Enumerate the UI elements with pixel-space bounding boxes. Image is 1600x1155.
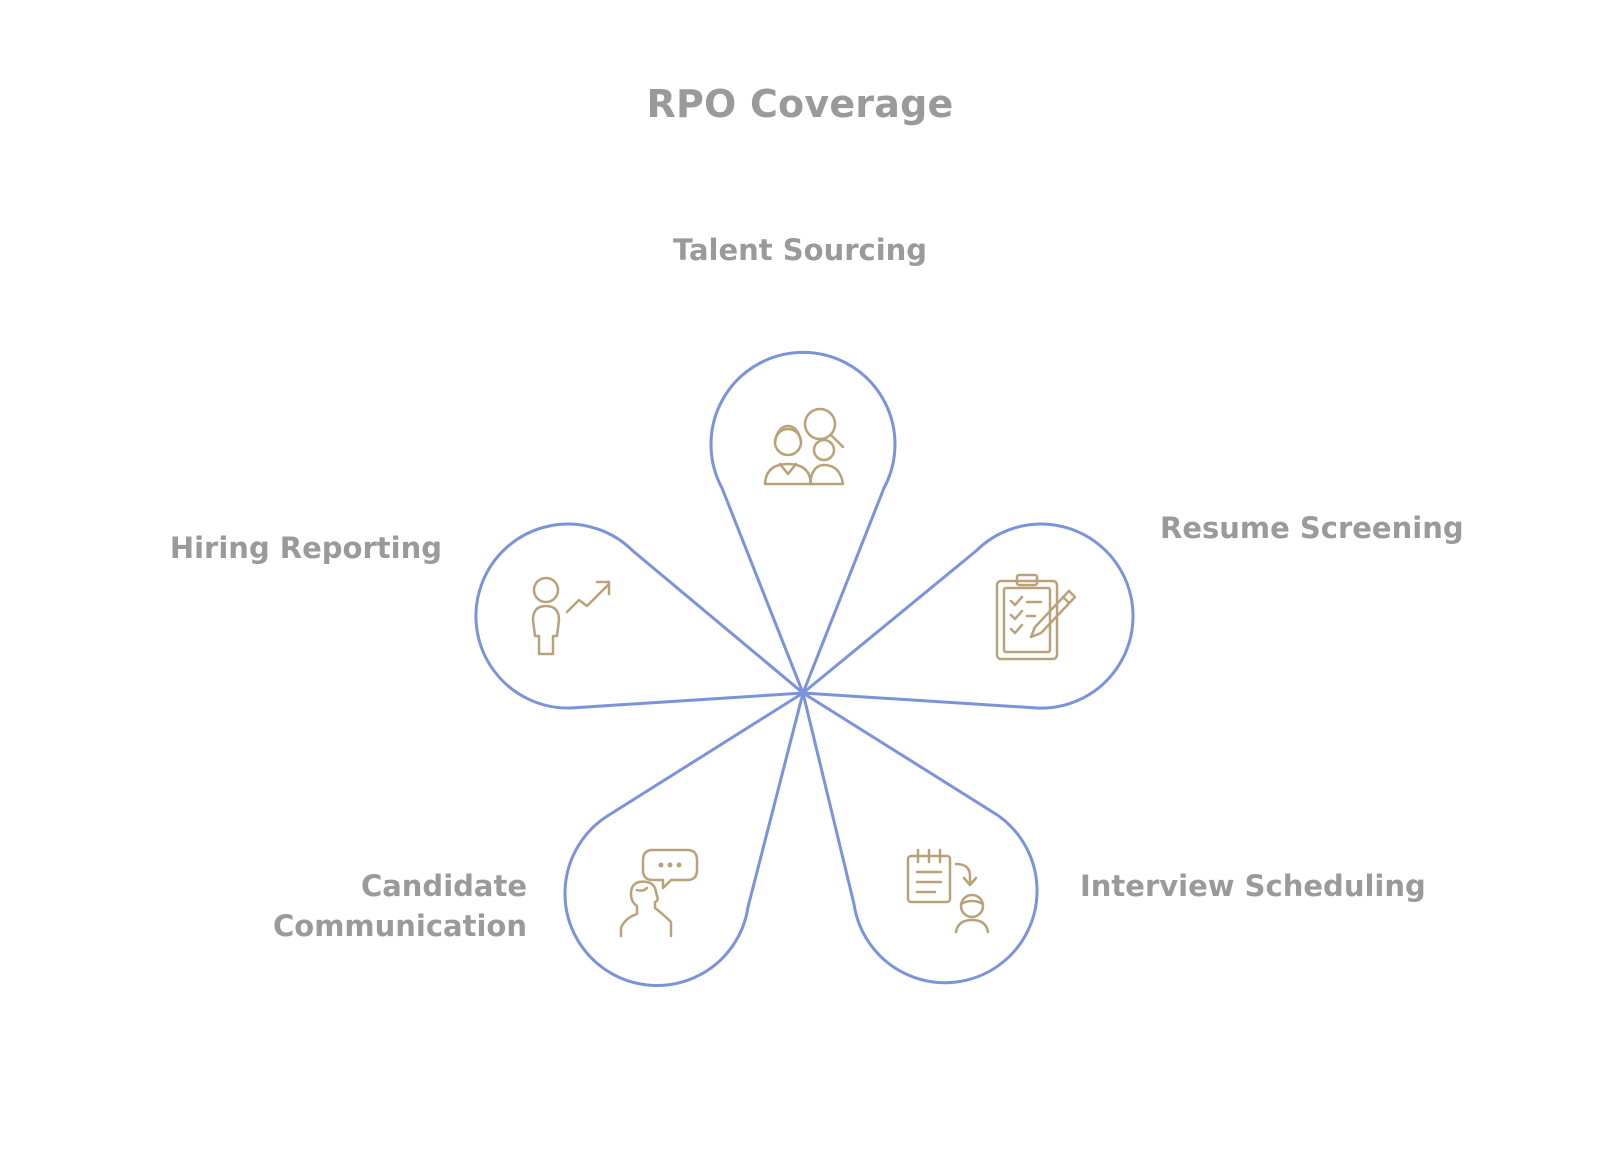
label-resume-screening: Resume Screening <box>1160 511 1464 545</box>
label-candidate-line2: Communication <box>272 909 527 943</box>
petal-hiring-reporting <box>474 522 805 710</box>
label-talent-sourcing: Talent Sourcing <box>672 233 928 267</box>
clipboard-pencil-icon <box>995 573 1077 661</box>
petal-interview-scheduling <box>801 691 1039 985</box>
label-hiring-reporting: Hiring Reporting <box>169 531 442 565</box>
calendar-person-icon <box>906 848 990 934</box>
petal-talent-sourcing <box>709 350 897 695</box>
label-interview-scheduling: Interview Scheduling <box>1080 869 1426 903</box>
person-trend-icon <box>531 576 611 656</box>
petal-outlines <box>474 350 1135 987</box>
diagram-title: RPO Coverage <box>646 82 954 126</box>
petal-resume-screening <box>801 522 1135 710</box>
label-candidate-line1: Candidate <box>360 869 527 903</box>
petal-candidate-communication <box>563 691 805 987</box>
speech-bubble-person-icon <box>619 848 699 938</box>
people-search-icon <box>763 407 845 486</box>
label-candidate-communication: Candidate Communication <box>273 866 527 946</box>
